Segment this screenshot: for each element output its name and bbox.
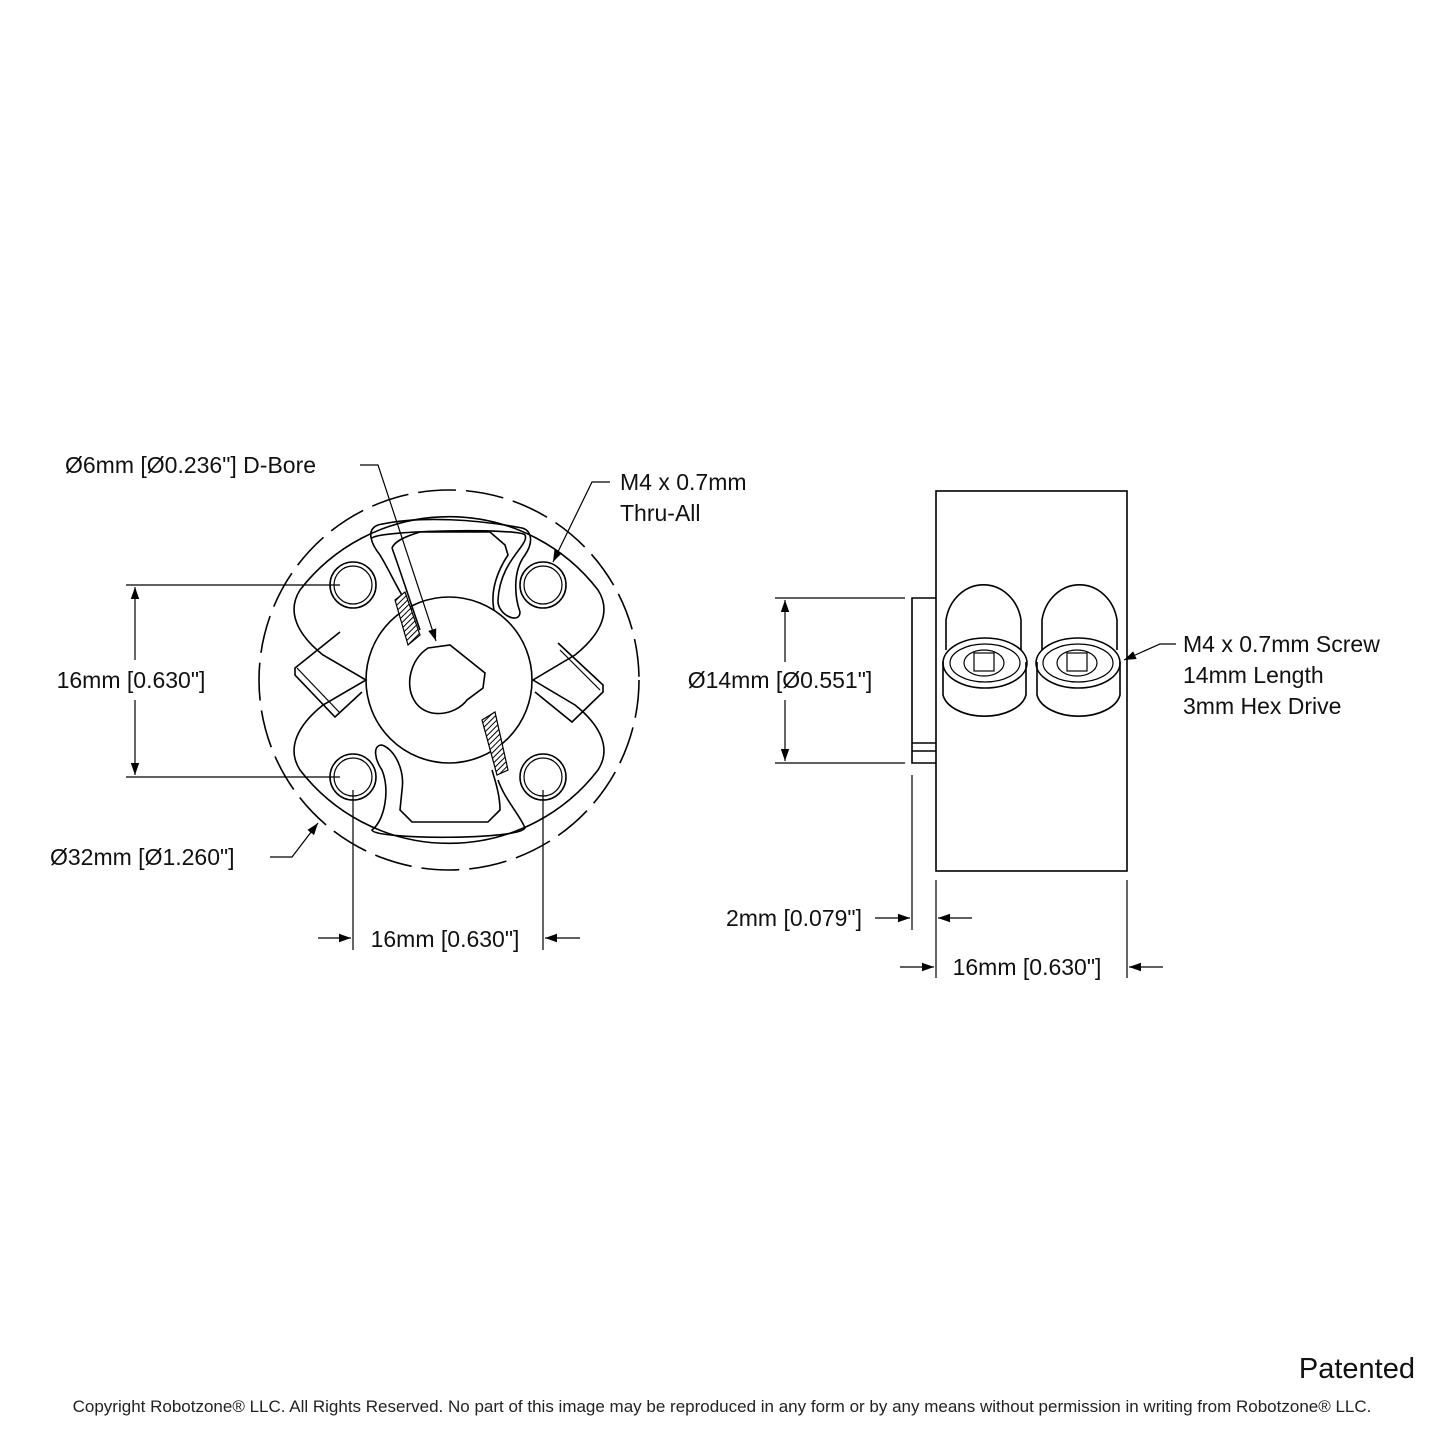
bore-label: Ø6mm [Ø0.236"] D-Bore: [65, 452, 316, 478]
dim-tapped-holes: M4 x 0.7mm Thru-All: [552, 469, 747, 563]
tapped-hole-top-right: [519, 561, 567, 609]
dim-bore: Ø6mm [Ø0.236"] D-Bore: [65, 452, 437, 642]
vertical-spacing-label: 16mm [0.630"]: [57, 667, 206, 693]
dim-hub-diameter: Ø14mm [Ø0.551"]: [688, 597, 905, 764]
slot-top: [370, 518, 532, 619]
front-view: 16mm [0.630"] 16mm [0.630"] Ø32mm [Ø1.26…: [50, 452, 747, 952]
tap-label-line2: Thru-All: [620, 500, 701, 526]
dim-vertical-spacing: 16mm [0.630"]: [57, 584, 340, 778]
copyright-notice: Copyright Robotzone® LLC. All Rights Res…: [73, 1397, 1372, 1416]
hub-step: [911, 597, 936, 764]
section-hatch-bottom: [481, 711, 509, 776]
section-hatch-top: [394, 591, 421, 647]
side-view: Ø14mm [Ø0.551"] M4 x 0.7mm Screw 14mm Le…: [688, 490, 1380, 980]
patented-label: Patented: [1299, 1353, 1415, 1385]
outer-diameter-label: Ø32mm [Ø1.260"]: [50, 844, 235, 870]
horizontal-spacing-label: 16mm [0.630"]: [371, 926, 520, 952]
dim-screw: M4 x 0.7mm Screw 14mm Length 3mm Hex Dri…: [1123, 631, 1380, 719]
slot-top-inner: [391, 531, 509, 631]
clamp-tab-right: [534, 642, 604, 724]
screw-label-line3: 3mm Hex Drive: [1183, 693, 1341, 719]
dim-body-length: 16mm [0.630"]: [900, 880, 1163, 980]
screw-label-line2: 14mm Length: [1183, 662, 1324, 688]
hub-length-label: 2mm [0.079"]: [726, 905, 862, 931]
dim-hub-length: 2mm [0.079"]: [726, 775, 972, 978]
body-side: [935, 490, 1128, 872]
screw-left: [942, 583, 1028, 717]
screw-right: [1035, 583, 1121, 717]
screw-label-line1: M4 x 0.7mm Screw: [1183, 631, 1380, 657]
hub-circle: [365, 596, 533, 764]
d-bore: [408, 644, 486, 715]
body-length-label: 16mm [0.630"]: [953, 954, 1102, 980]
dim-horizontal-spacing: 16mm [0.630"]: [318, 790, 580, 952]
slot-bottom: [371, 744, 526, 839]
flange-outline: [293, 515, 605, 845]
dim-outer-diameter: Ø32mm [Ø1.260"]: [50, 822, 319, 870]
outer-diameter-phantom: [258, 489, 640, 871]
hub-diameter-label: Ø14mm [Ø0.551"]: [688, 667, 873, 693]
tap-label-line1: M4 x 0.7mm: [620, 469, 747, 495]
clamp-tab-left: [294, 631, 363, 719]
